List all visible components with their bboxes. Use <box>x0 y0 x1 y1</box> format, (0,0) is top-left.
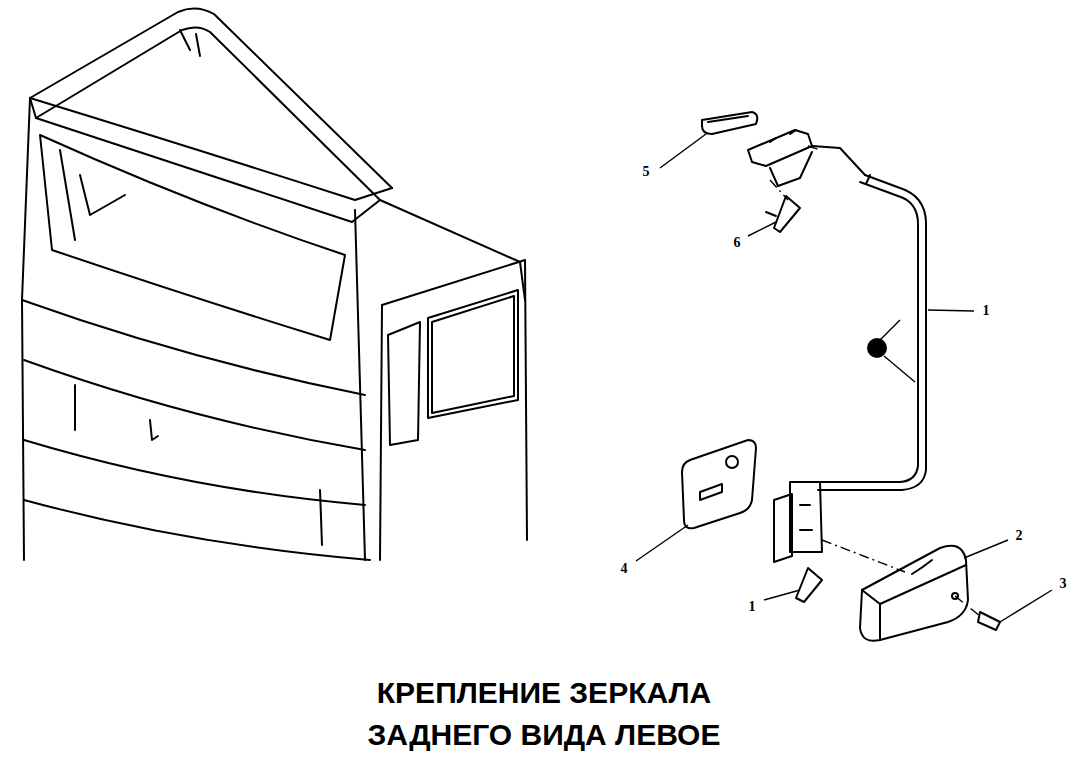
callout-number: 1 <box>747 599 758 615</box>
leader-line <box>1000 590 1052 622</box>
leader-line <box>660 134 706 168</box>
leader-line <box>964 540 1008 558</box>
leader-line <box>880 320 900 340</box>
leader-line <box>884 356 915 382</box>
leader-line <box>636 525 688 561</box>
leader-line <box>748 222 776 236</box>
callout-number: 3 <box>1058 576 1069 592</box>
callout-number: 4 <box>619 561 630 577</box>
grommet <box>867 338 887 358</box>
diagram-title: КРЕПЛЕНИЕ ЗЕРКАЛА ЗАДНЕГО ВИДА ЛЕВОЕ <box>344 672 744 756</box>
callout-number: 6 <box>732 235 743 251</box>
leader-line <box>928 310 974 311</box>
callout-number: 1 <box>981 303 992 319</box>
leader-line <box>764 590 800 600</box>
callout-number: 2 <box>1014 528 1025 544</box>
callout-number: 5 <box>641 164 652 180</box>
